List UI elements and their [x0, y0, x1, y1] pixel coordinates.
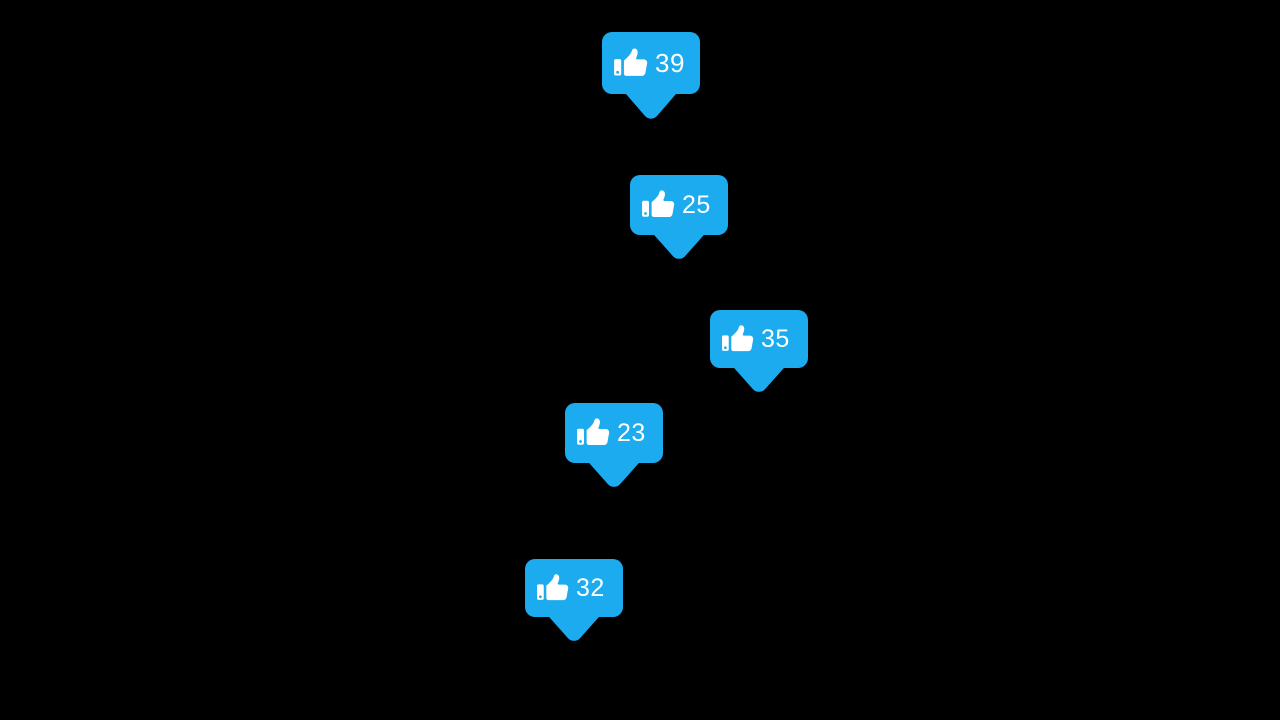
like-badge[interactable]: 35	[710, 310, 808, 393]
thumbs-up-icon	[536, 573, 569, 603]
badge-bubble[interactable]: 25	[630, 175, 728, 235]
badge-tail	[589, 461, 639, 490]
badge-tail	[626, 92, 676, 122]
badge-bubble[interactable]: 32	[525, 559, 623, 617]
thumbs-up-icon	[641, 190, 675, 220]
badge-bubble[interactable]: 23	[565, 403, 663, 463]
like-badge[interactable]: 23	[565, 403, 663, 488]
badge-bubble[interactable]: 39	[602, 32, 700, 94]
like-badge[interactable]: 25	[630, 175, 728, 260]
badge-count: 35	[761, 324, 790, 353]
badge-tail	[549, 615, 599, 644]
thumbs-up-icon	[576, 418, 610, 448]
badge-bubble[interactable]: 35	[710, 310, 808, 368]
thumbs-up-icon	[613, 47, 648, 79]
badge-tail	[654, 233, 704, 262]
like-badge[interactable]: 39	[602, 32, 700, 120]
like-badge[interactable]: 32	[525, 559, 623, 642]
badge-tail	[734, 366, 784, 395]
thumbs-up-icon	[721, 324, 754, 354]
badge-count: 23	[617, 418, 646, 447]
badge-count: 39	[655, 48, 685, 78]
badge-count: 25	[682, 190, 711, 219]
badge-count: 32	[576, 573, 605, 602]
